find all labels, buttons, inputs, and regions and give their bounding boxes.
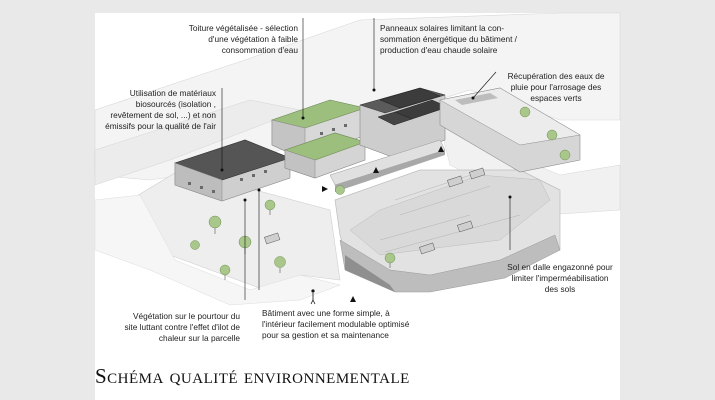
leader-dots (220, 88, 512, 202)
annotation-materiaux: Utilisation de matériaux biosourcés (iso… (98, 88, 216, 132)
entrance-arrows (322, 146, 444, 302)
annotation-line: des sols (544, 284, 576, 294)
trees (190, 106, 571, 276)
annotation-line: Panneaux solaires limitant la con- (380, 23, 505, 33)
solar-panels (377, 87, 449, 126)
annotation-line: sommation énergétique du bâtiment / (380, 34, 517, 44)
annotation-vegetation: Végétation sur le pourtour du site lutta… (100, 311, 240, 344)
parking-rows (379, 171, 521, 253)
entrance-arrow-icon (322, 186, 328, 192)
annotation-panneaux: Panneaux solaires limitant la con- somma… (380, 23, 525, 56)
annotation-line: production d'eau chaude solaire (380, 45, 498, 55)
annotation-line: pluie pour l'arrosage des (510, 82, 602, 92)
annotation-line: limiter l'imperméabilisation (511, 273, 609, 283)
annotation-sol: Sol en dalle engazonné pour limiter l'im… (504, 262, 616, 295)
leader-lines (221, 18, 511, 300)
annotation-batiment: Bâtiment avec une forme simple, à l'inté… (262, 308, 432, 341)
entrance-arrow-icon (350, 296, 356, 302)
annotation-line: Récupération des eaux de (507, 71, 605, 81)
annex-building (439, 87, 581, 173)
annotation-line: site luttant contre l'effet d'ilot de (124, 322, 240, 332)
annotation-line: chaleur sur la parcelle (158, 333, 240, 343)
annotation-line: Sol en dalle engazonné pour (507, 262, 613, 272)
annotation-line: Utilisation de matériaux (129, 88, 216, 98)
annotation-line: espaces verts (530, 93, 582, 103)
annotation-line: biosourcés (isolation , (135, 99, 216, 109)
annotation-line: consommation d'eau (221, 45, 298, 55)
annotation-line: pour sa gestion et sa maintenance (262, 330, 389, 340)
cars (264, 167, 486, 255)
annotation-line: revêtement de sol, ...) et non (110, 110, 216, 120)
annotation-toiture: Toiture végétalisée - sélection d'une vé… (176, 23, 298, 56)
annotation-line: d'une végétation à faible (208, 34, 298, 44)
annotation-line: émissifs pour la qualité de l'air (105, 121, 216, 131)
pedestrian (310, 289, 316, 305)
entrance-arrow-icon (373, 167, 379, 173)
annotation-line: l'intérieur facilement modulable optimis… (262, 319, 410, 329)
annotation-recuperation: Récupération des eaux de pluie pour l'ar… (500, 71, 612, 104)
annotation-line: Toiture végétalisée - sélection (188, 23, 298, 33)
annotation-line: Bâtiment avec une forme simple, à (262, 308, 390, 318)
annotation-line: Végétation sur le pourtour du (132, 311, 240, 321)
figure-title: Schéma qualité environnementale (95, 364, 410, 388)
ground (94, 12, 621, 306)
windows (188, 124, 347, 193)
entrance-arrow-icon (438, 146, 444, 152)
main-building (174, 87, 449, 202)
